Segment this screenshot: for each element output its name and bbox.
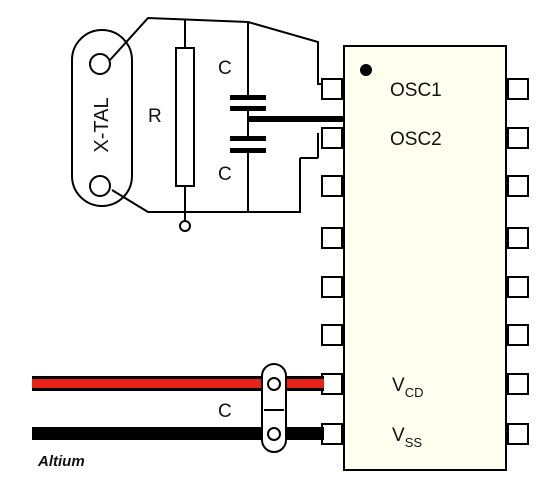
crystal-label: X-TAL — [91, 97, 113, 152]
vss-label-sub: SS — [405, 435, 423, 450]
cap-bottom-label: C — [218, 164, 232, 185]
decoupling-cap-pin-top — [267, 377, 281, 391]
osc2-label: OSC2 — [390, 129, 442, 150]
decoupling-cap-pin-bottom — [267, 427, 281, 441]
vss-label: VSS — [392, 425, 422, 450]
pin-right-5 — [507, 276, 529, 298]
vss-label-main: V — [392, 425, 405, 446]
pin-left-4 — [321, 227, 343, 249]
pin-left-7 — [321, 373, 343, 395]
vdd-label: VCD — [392, 375, 423, 400]
pin-right-8 — [507, 423, 529, 445]
pin-right-7 — [507, 373, 529, 395]
cap-bottom-plate-b — [230, 148, 266, 153]
altium-logo: Altium — [37, 453, 85, 470]
left-pins — [321, 78, 343, 445]
pin1-marker — [360, 64, 372, 76]
pin-left-2 — [321, 127, 343, 149]
right-pins — [507, 78, 529, 445]
pin-left-6 — [321, 324, 343, 346]
vss-rail — [32, 427, 324, 440]
pin-right-2 — [507, 127, 529, 149]
pin-left-8 — [321, 423, 343, 445]
cap-top-plate-b — [230, 106, 266, 111]
crystal: X-TAL — [71, 29, 133, 207]
vdd-rail — [32, 379, 324, 388]
crystal-pin-bottom — [89, 175, 111, 197]
resistor-junction — [179, 220, 191, 232]
wire-bottom — [111, 158, 301, 213]
osc1-label: OSC1 — [390, 80, 442, 101]
cap-top-plate-a — [230, 95, 266, 100]
vdd-label-main: V — [392, 375, 405, 396]
cap-top-label: C — [218, 58, 232, 79]
pin-left-5 — [321, 276, 343, 298]
pin-right-4 — [507, 227, 529, 249]
vdd-label-sub: CD — [405, 385, 424, 400]
resistor-label: R — [148, 106, 162, 127]
pin-right-1 — [507, 78, 529, 100]
resistor-body — [175, 47, 195, 187]
cap-bottom-plate-a — [230, 136, 266, 141]
decoupling-capacitor — [261, 363, 287, 453]
ic-chip: OSC1 OSC2 VCD VSS — [321, 45, 529, 471]
power-rails — [32, 376, 324, 440]
pin-left-1 — [321, 78, 343, 100]
capacitor-pair — [230, 95, 266, 153]
pin-left-3 — [321, 175, 343, 197]
pin-right-6 — [507, 324, 529, 346]
decoupling-cap-label: C — [218, 401, 232, 422]
crystal-pin-top — [89, 53, 111, 75]
pin-right-3 — [507, 175, 529, 197]
crystal-body — [71, 29, 133, 207]
ic-body — [343, 45, 507, 471]
